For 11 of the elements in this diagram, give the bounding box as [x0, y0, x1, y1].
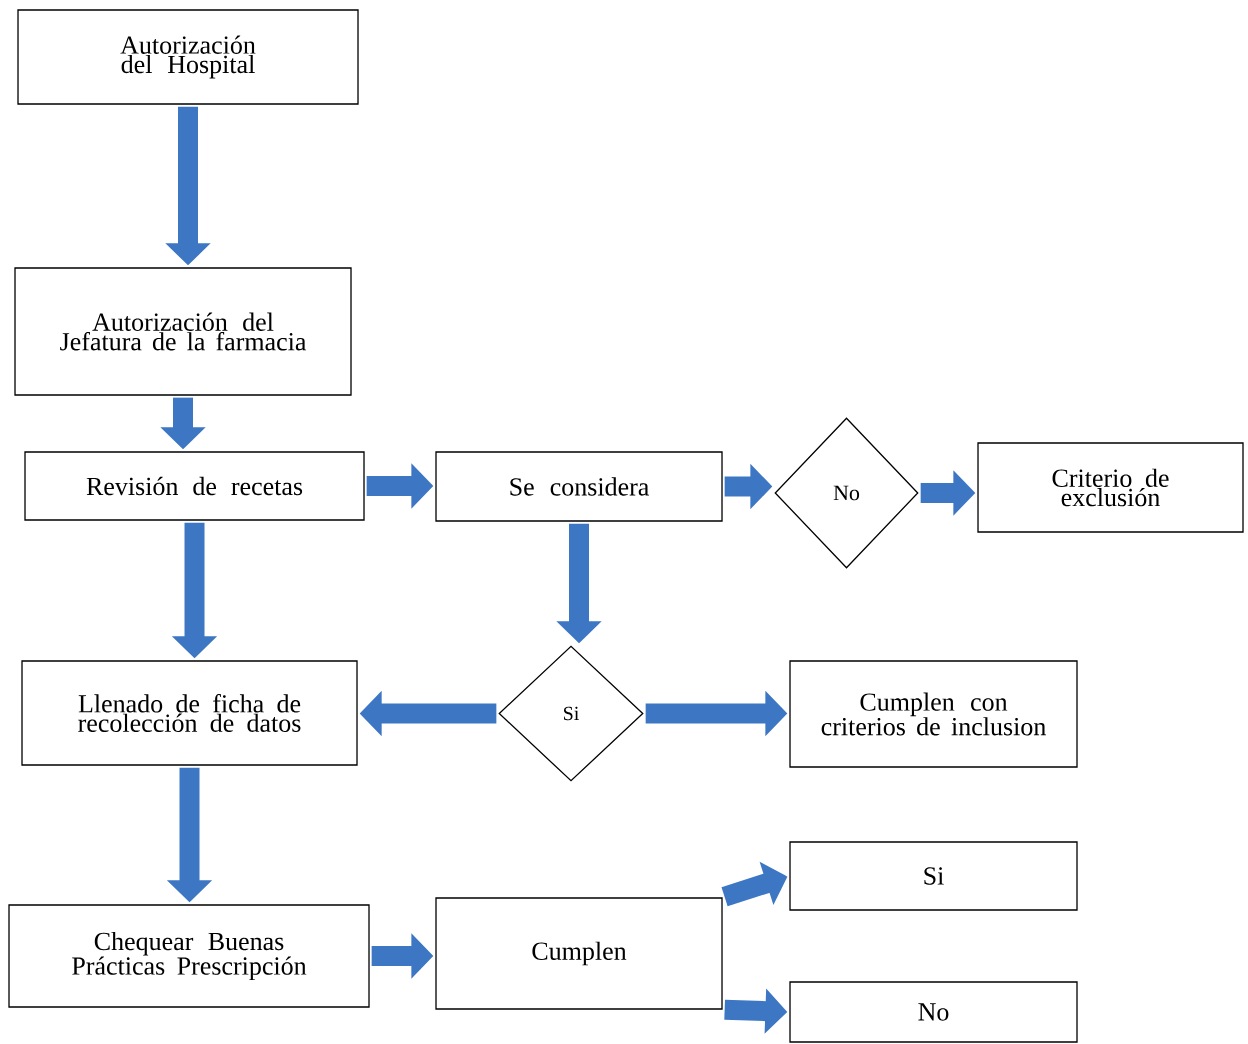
process-box: Autorización del Hospital: [17, 9, 359, 105]
process-box: Cumplen: [435, 897, 723, 1010]
process-box: Cumplen con criterios de inclusion: [789, 660, 1078, 768]
process-box: Criterio de exclusión: [977, 442, 1244, 533]
process-box: Revisión de recetas: [24, 451, 365, 521]
process-box: Chequear Buenas Prácticas Prescripción: [8, 904, 370, 1008]
process-box: Llenado de ficha de recolección de datos: [21, 660, 358, 766]
process-box: Si: [789, 841, 1078, 911]
process-box: Se considera: [435, 451, 723, 522]
process-box: Autorización del Jefatura de la farmacia: [14, 267, 352, 396]
process-box: No: [789, 981, 1078, 1043]
